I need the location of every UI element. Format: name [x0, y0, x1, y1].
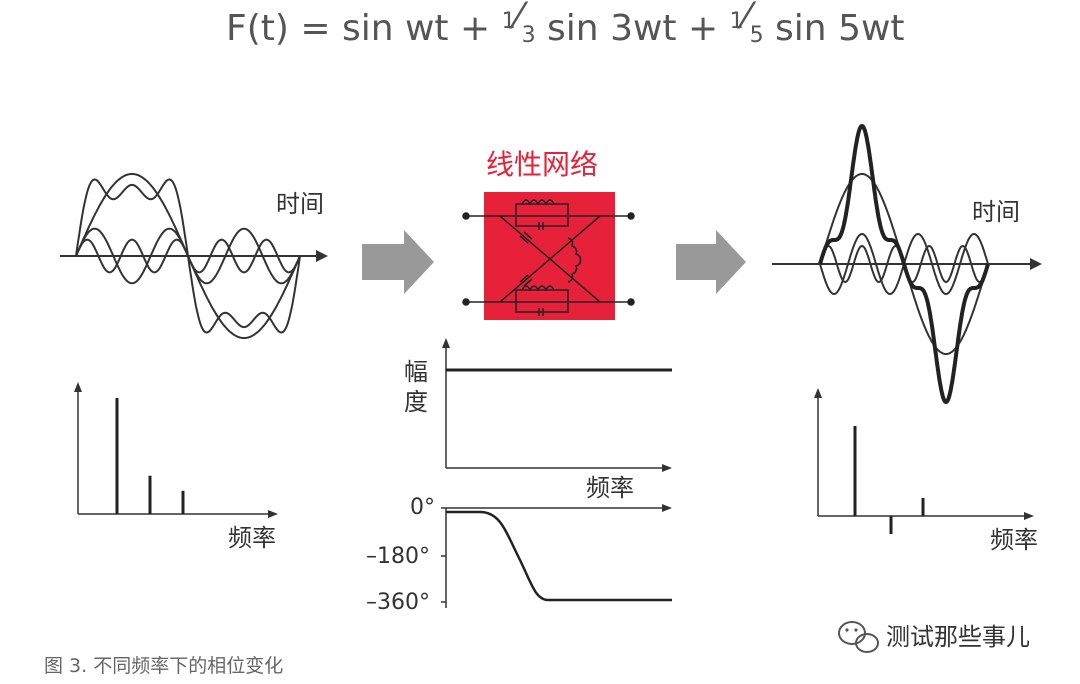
input-time-axis-arrow: [316, 250, 328, 262]
phase-tick-label-360: –360°: [366, 590, 430, 615]
input-freq-label: 频率: [228, 524, 276, 552]
watermark-text: 测试那些事儿: [886, 623, 1030, 651]
output-spectrum-x-arrow: [1024, 512, 1034, 520]
input-spectrum-x-arrow: [268, 510, 278, 518]
amplitude-ylabel-bottom: 度: [404, 388, 428, 416]
phase-plot: 0° –180° –360°: [366, 495, 672, 615]
amplitude-xlabel: 频率: [586, 474, 634, 502]
phase-response-curve: [446, 510, 672, 602]
output-waveform: 时间: [772, 123, 1042, 405]
figure-caption: 图 3. 不同频率下的相位变化: [44, 655, 283, 677]
amplitude-x-arrow: [662, 464, 672, 472]
output-freq-label: 频率: [990, 526, 1038, 554]
network-title: 线性网络: [486, 148, 598, 181]
output-sum-wave: [818, 123, 990, 405]
amplitude-y-arrow: [442, 338, 450, 348]
network-box: [484, 192, 615, 320]
phase-x-arrow: [662, 504, 672, 512]
output-time-axis-arrow: [1030, 258, 1042, 270]
input-spectrum-y-arrow: [74, 382, 82, 392]
phase-tick-label-180: –180°: [366, 544, 430, 569]
right-flow-arrow: [676, 230, 746, 294]
input-waveform: 时间: [60, 173, 328, 339]
formula-title: F(t) = sin wt + 1⁄3 sin 3wt + 1⁄5 sin 5w…: [226, 0, 905, 49]
input-time-label: 时间: [276, 190, 324, 218]
amplitude-ylabel-top: 幅: [404, 358, 428, 386]
output-spectrum-y-arrow: [814, 388, 822, 398]
left-flow-arrow: [362, 230, 434, 294]
phase-tick-label-0: 0°: [410, 495, 435, 520]
network-circuit: [462, 199, 635, 316]
sum-wave: [75, 178, 301, 334]
watermark: 测试那些事儿: [838, 621, 1030, 653]
input-spectrum: 频率: [74, 382, 278, 552]
linear-network: 线性网络: [462, 148, 635, 320]
output-time-label: 时间: [972, 198, 1020, 226]
output-spectrum: 频率: [814, 388, 1038, 554]
amplitude-plot: 幅 度 频率: [404, 338, 672, 502]
wechat-icon: [838, 621, 879, 653]
